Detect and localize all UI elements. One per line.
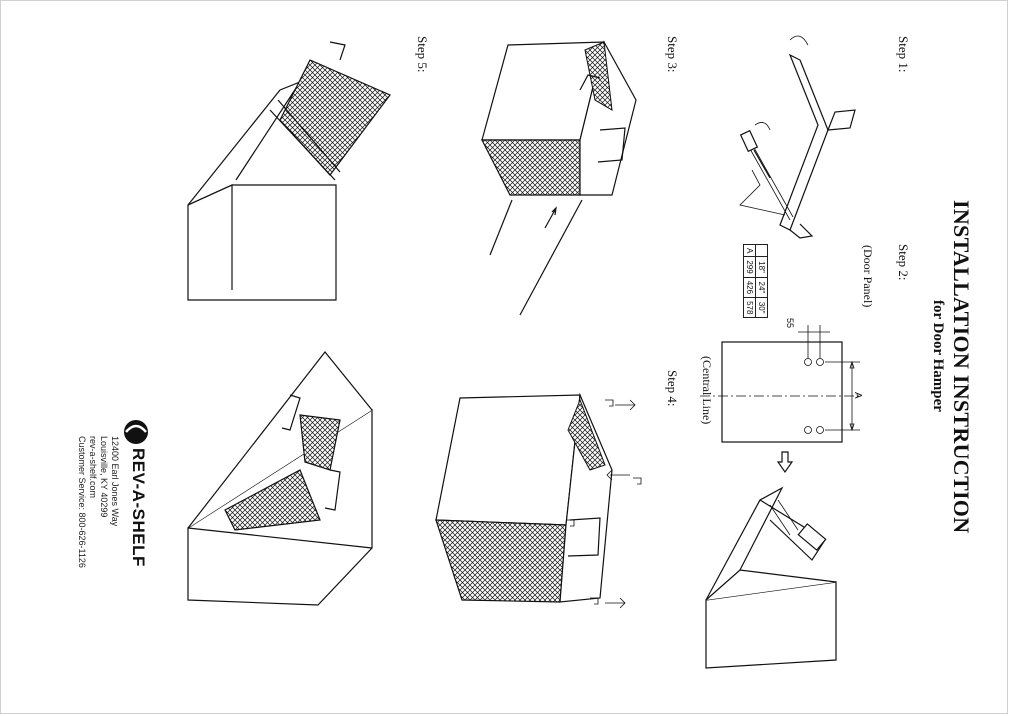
step5-open-box-drawing <box>187 41 391 301</box>
step2-box-drawing <box>705 486 837 669</box>
dimension-55-label: 55 <box>785 318 795 329</box>
step5-label: Step 5: <box>415 36 430 73</box>
step1-frame-drawing <box>739 35 856 239</box>
brand-name: REV-A-SHELF <box>129 448 148 567</box>
size-table: 18" 24" 30" A 299 426 578 <box>743 244 768 318</box>
dimension-a-label: A <box>852 392 863 399</box>
brand-logo-mark <box>124 420 148 444</box>
size-table-cell: 578 <box>743 297 756 318</box>
step1-label: Step 1: <box>896 36 911 73</box>
step2-label: Step 2: <box>896 244 911 281</box>
door-panel-label: (Door Panel) <box>861 245 875 308</box>
step2-door-panel-drawing <box>700 325 862 474</box>
size-table-header: 18" <box>755 256 768 278</box>
step3-hamper-drawing <box>481 40 637 316</box>
document-subtitle: for Door Hamper <box>930 300 946 412</box>
central-line-label: (Central Line) <box>700 356 714 425</box>
address-line: Louisville, KY 40299 <box>99 436 109 518</box>
size-table-cell: 426 <box>743 277 756 298</box>
size-table-corner <box>755 244 768 257</box>
step5-closed-box-drawing <box>187 351 373 606</box>
size-table-cell: 299 <box>743 256 756 278</box>
step3-label: Step 3: <box>665 36 680 73</box>
size-table-row-label: A <box>743 244 756 257</box>
company-address: 12400 Earl Jones Way Louisville, KY 4029… <box>76 436 120 568</box>
step4-hamper-drawing <box>435 392 642 609</box>
address-line: Customer Service: 800-626-1126 <box>77 436 87 568</box>
size-table-header: 30" <box>755 297 768 318</box>
document-title: INSTALLATION INSTRUCTION <box>949 200 974 534</box>
address-line: rev-a-shelf.com <box>88 436 98 499</box>
step4-label: Step 4: <box>665 370 680 407</box>
size-table-header: 24" <box>755 277 768 298</box>
address-line: 12400 Earl Jones Way <box>110 436 120 527</box>
